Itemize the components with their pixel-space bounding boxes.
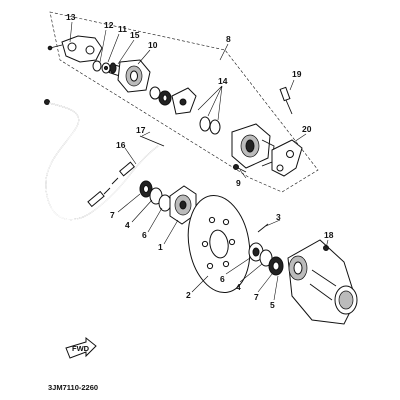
bolt	[257, 223, 269, 233]
caliper-assembly-outline	[49, 11, 319, 193]
callout-11: 11	[118, 24, 127, 34]
brake-lever-plate	[171, 87, 197, 115]
callout-7-left: 7	[110, 210, 115, 220]
callout-7-right: 7	[254, 292, 259, 302]
callout-15: 15	[130, 30, 140, 40]
callout-3: 3	[276, 212, 281, 222]
callout-10: 10	[148, 40, 158, 50]
mount-bolt	[279, 86, 293, 115]
caliper-bracket	[47, 35, 103, 63]
axle-hub-housing	[287, 239, 358, 325]
washer	[149, 86, 161, 100]
fwd-arrow-icon: FWD	[65, 336, 97, 359]
brake-cable	[44, 99, 159, 221]
fwd-label: FWD	[72, 344, 90, 353]
callout-16: 16	[116, 140, 126, 150]
callout-1: 1	[158, 242, 163, 252]
callout-18: 18	[324, 230, 334, 240]
callout-5: 5	[270, 300, 275, 310]
leader-lines	[69, 21, 329, 301]
spacer-stack-right	[248, 242, 284, 276]
spacer-stack	[139, 180, 172, 212]
callout-2: 2	[186, 290, 191, 300]
callout-8: 8	[226, 34, 231, 44]
caliper-body	[231, 123, 275, 169]
hub-flange	[169, 185, 197, 225]
brake-pads	[199, 116, 221, 135]
seal-ring	[92, 60, 102, 72]
callout-17: 17	[136, 125, 146, 135]
callout-4-left: 4	[125, 220, 130, 230]
mounting-bracket	[271, 139, 303, 177]
pin	[139, 135, 165, 147]
callout-4-right: 4	[236, 282, 241, 292]
caliper-housing	[117, 59, 151, 93]
callout-9: 9	[236, 178, 241, 188]
callout-6-left: 6	[142, 230, 147, 240]
callout-14: 14	[218, 76, 228, 86]
callout-19: 19	[292, 69, 302, 79]
callout-6-right: 6	[220, 274, 225, 284]
callout-20: 20	[302, 124, 312, 134]
bolt	[233, 164, 247, 173]
callout-12: 12	[104, 20, 114, 30]
callout-13: 13	[66, 12, 76, 22]
diagram-code: 3JM7110-2260	[48, 383, 98, 392]
